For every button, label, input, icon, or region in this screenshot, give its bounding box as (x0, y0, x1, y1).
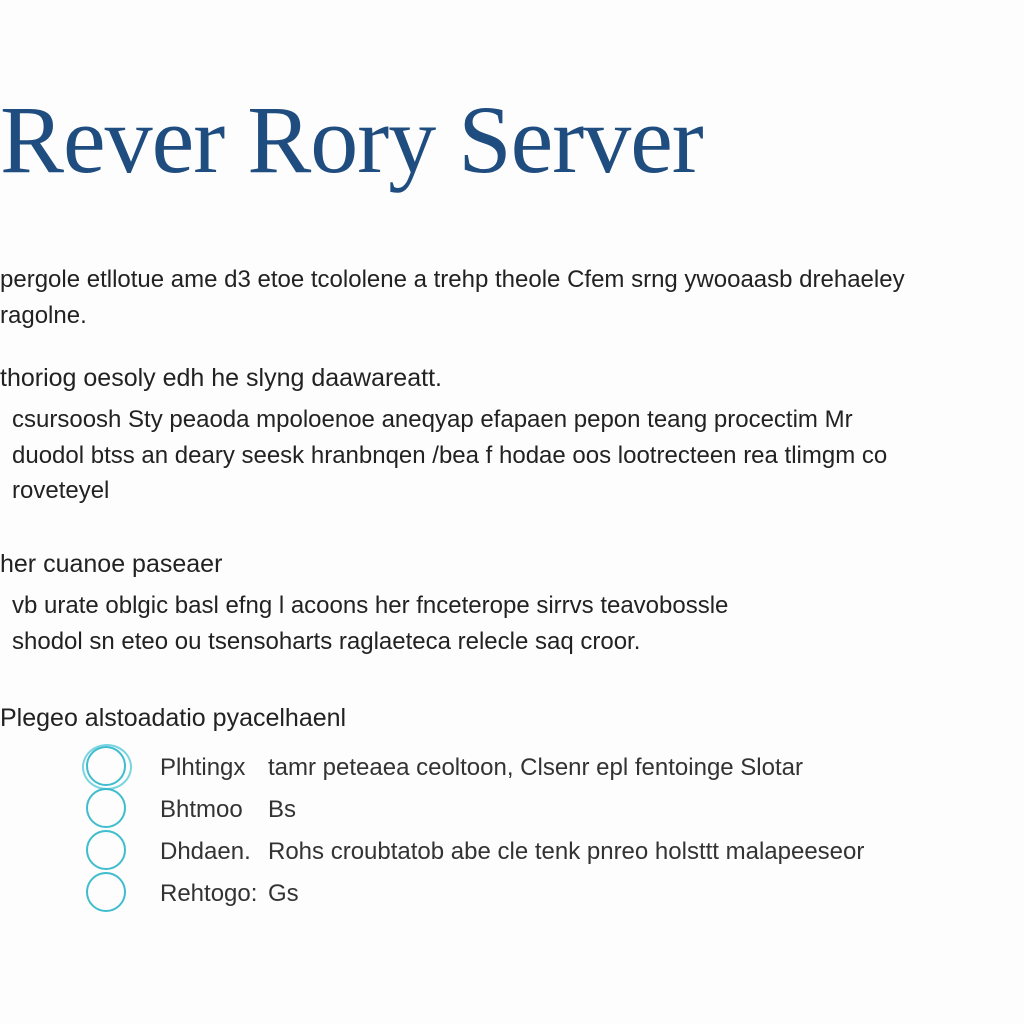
list-item-value: Gs (268, 880, 299, 907)
section-2-line-1: vb urate oblgic basl efng l acoons her f… (12, 594, 729, 619)
page-title: Rever Rory Server (0, 86, 704, 193)
circle-bullet-icon (86, 872, 126, 912)
section-2-line-2: shodol sn eteo ou tsensoharts raglaeteca… (12, 627, 641, 655)
list-item-label: Rehtogo: (160, 880, 258, 907)
section-2-heading: her cuanoe paseaer (0, 550, 223, 578)
list-item: Rehtogo: Gs (82, 872, 1024, 918)
circle-bullet-icon (82, 744, 132, 790)
section-1-line-1: csursoosh Sty peaoda mpoloenoe aneqyap e… (12, 408, 853, 433)
list-item: Bhtmoo Bs (82, 788, 1024, 834)
intro-line-2: ragolne. (0, 301, 87, 329)
list-item-value: Bs (268, 796, 297, 823)
list-item-value: Rohs croubtatob abe cle tenk pnreo holst… (268, 838, 865, 865)
detail-list: Plhtingx tamr peteaea ceoltoon, Clsenr e… (82, 744, 1024, 918)
list-item-value: tamr peteaea ceoltoon, Clsenr epl fentoi… (268, 754, 803, 781)
circle-bullet-icon (86, 830, 126, 870)
circle-bullet-icon (86, 788, 126, 828)
section-1-line-3: roveteyel (12, 477, 110, 505)
list-item: Dhdaen. Rohs croubtatob abe cle tenk pnr… (82, 830, 1024, 876)
list-item-label: Plhtingx (160, 754, 246, 781)
intro-paragraph: pergole etllotue ame d3 etoe tcololene a… (0, 268, 1024, 339)
list-item-label: Bhtmoo (160, 796, 243, 823)
section-3-heading: Plegeo alstoadatio pyacelhaenl (0, 704, 347, 732)
list-item-label: Dhdaen. (160, 838, 251, 865)
section-1-line-2: duodol btss an deary seesk hranbnqen /be… (12, 441, 888, 469)
section-1-heading: thoriog oesoly edh he slyng daawareatt. (0, 364, 442, 392)
section-2-paragraph: vb urate oblgic basl efng l acoons her f… (12, 594, 1024, 665)
list-item: Plhtingx tamr peteaea ceoltoon, Clsenr e… (82, 744, 1024, 792)
intro-line-1: pergole etllotue ame d3 etoe tcololene a… (0, 268, 905, 293)
section-1-paragraph: csursoosh Sty peaoda mpoloenoe aneqyap e… (12, 408, 1024, 515)
